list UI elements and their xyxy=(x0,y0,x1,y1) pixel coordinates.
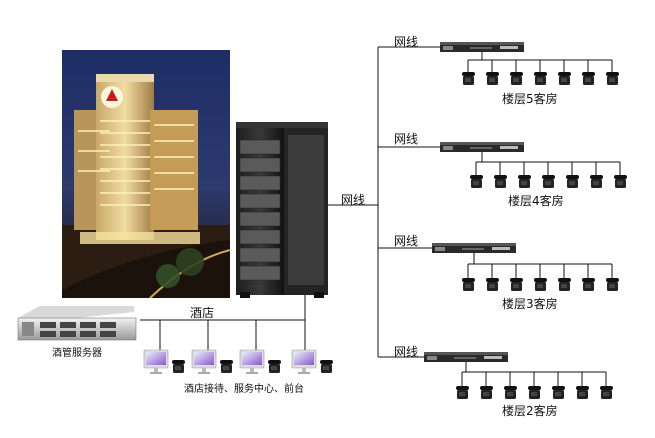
ip-phone-icon xyxy=(558,72,571,85)
hotel-label: 酒店 xyxy=(190,306,215,320)
floor-5-switch-group xyxy=(440,42,619,85)
ip-phone-icon xyxy=(486,72,499,85)
ip-phone-icon xyxy=(606,278,619,291)
ip-phone-icon xyxy=(552,386,565,399)
ip-phone-icon xyxy=(614,175,627,188)
server-label: 酒管服务器 xyxy=(52,348,102,359)
ip-phone-icon xyxy=(480,386,493,399)
server-rack-cabinet xyxy=(236,122,328,298)
ip-phone-icon xyxy=(582,72,595,85)
floor-3-label: 楼层3客房 xyxy=(502,297,558,311)
cable-label-floor-3: 网线 xyxy=(394,234,419,248)
desktop-monitor-icon xyxy=(239,349,265,375)
ip-phone-icon xyxy=(558,278,571,291)
ip-phone-icon xyxy=(534,278,547,291)
floor-4-label: 楼层4客房 xyxy=(508,194,564,208)
cable-label-floor-5: 网线 xyxy=(394,35,419,49)
floor-3-switch-group xyxy=(432,243,619,291)
ip-phone-icon xyxy=(268,360,281,373)
network-switch-icon xyxy=(424,352,508,362)
ip-phone-icon xyxy=(456,386,469,399)
ip-phone-icon xyxy=(504,386,517,399)
ip-phone-icon xyxy=(462,72,475,85)
ip-phone-icon xyxy=(172,360,185,373)
ip-phone-icon xyxy=(542,175,555,188)
ip-phone-icon xyxy=(510,72,523,85)
ip-phone-icon xyxy=(600,386,613,399)
ip-phone-icon xyxy=(582,278,595,291)
desktop-monitor-icon xyxy=(191,349,217,375)
ip-phone-icon xyxy=(566,175,579,188)
floor-2-label: 楼层2客房 xyxy=(502,404,558,418)
ip-phone-icon xyxy=(494,175,507,188)
ip-phone-icon xyxy=(462,278,475,291)
cable-lines xyxy=(140,46,440,358)
cable-label-floor-2: 网线 xyxy=(394,345,419,359)
cable-label-trunk: 网线 xyxy=(341,193,366,207)
floor-2-switch-group xyxy=(424,352,613,399)
ip-phone-icon xyxy=(518,175,531,188)
ip-phone-icon xyxy=(320,360,333,373)
network-switch-icon xyxy=(440,42,524,52)
cable-label-floor-4: 网线 xyxy=(394,132,419,146)
rack-server xyxy=(17,306,137,341)
ip-phone-icon xyxy=(534,72,547,85)
hotel-building-photo xyxy=(62,50,231,299)
network-switch-icon xyxy=(440,142,524,152)
floor-5-label: 楼层5客房 xyxy=(502,92,558,106)
floor-4-switch-group xyxy=(440,142,627,188)
ip-phone-icon xyxy=(528,386,541,399)
ip-phone-icon xyxy=(576,386,589,399)
desktop-monitor-icon xyxy=(143,349,169,375)
desktop-monitor-icon xyxy=(291,349,317,375)
ip-phone-icon xyxy=(510,278,523,291)
ip-phone-icon xyxy=(470,175,483,188)
front-desk-terminals xyxy=(143,349,333,375)
ip-phone-icon xyxy=(486,278,499,291)
ip-phone-icon xyxy=(606,72,619,85)
network-switch-icon xyxy=(432,243,516,253)
ip-phone-icon xyxy=(220,360,233,373)
front-desk-label: 酒店接待、服务中心、前台 xyxy=(184,384,304,395)
ip-phone-icon xyxy=(590,175,603,188)
